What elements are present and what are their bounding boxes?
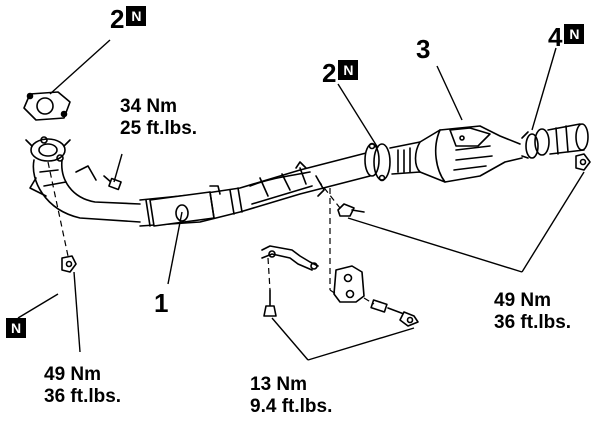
callout-4-number: 4 — [548, 22, 563, 52]
callout-2-middle-number: 2 — [322, 58, 337, 88]
torque-spec-34nm: 34 Nm 25 ft.lbs. — [120, 96, 197, 140]
callout-3-number: 3 — [416, 34, 431, 64]
n-badge-left: N — [6, 318, 26, 338]
torque-13-metric: 13 Nm — [250, 374, 308, 395]
torque-34-metric: 34 Nm — [120, 96, 178, 117]
middle-flange — [364, 142, 391, 182]
callout-1-number: 1 — [154, 288, 169, 318]
torque-spec-13nm: 13 Nm 9.4 ft.lbs. — [250, 374, 332, 418]
torque-49-right-metric: 49 Nm — [494, 290, 552, 311]
front-nut — [61, 255, 77, 273]
dashed-guides — [47, 161, 375, 305]
n-badge-right: N — [564, 24, 585, 44]
torque-spec-49nm-right: 49 Nm 36 ft.lbs. — [494, 290, 571, 334]
front-gasket — [23, 91, 71, 121]
callout-n-left: N — [6, 318, 26, 338]
bracket-bolt — [263, 289, 277, 317]
hanger-bolt — [370, 299, 419, 327]
hanger-bracket — [261, 245, 319, 271]
callout-1: 1 — [154, 290, 168, 316]
down-pipe — [29, 159, 141, 223]
torque-spec-49nm-left: 49 Nm 36 ft.lbs. — [44, 364, 121, 408]
torque-49-left-imperial: 36 ft.lbs. — [44, 386, 122, 407]
rear-flange — [521, 128, 550, 159]
front-pipe-assembly — [139, 151, 371, 227]
bolt-34nm — [103, 175, 122, 191]
front-flange — [25, 136, 71, 162]
middle-bolt — [337, 203, 365, 217]
n-badge-top: N — [126, 6, 147, 26]
outlet-pipe — [547, 123, 589, 155]
callout-2-top-number: 2 — [110, 4, 125, 34]
callout-3: 3 — [416, 36, 430, 62]
torque-13-imperial: 9.4 ft.lbs. — [250, 396, 333, 417]
torque-49-right-imperial: 36 ft.lbs. — [494, 312, 572, 333]
catalytic-converter — [389, 125, 523, 183]
n-badge-middle: N — [338, 60, 359, 80]
torque-49-left-metric: 49 Nm — [44, 364, 102, 385]
rear-nut — [575, 153, 591, 171]
rubber-hanger — [333, 265, 365, 303]
torque-34-imperial: 25 ft.lbs. — [120, 118, 198, 139]
leader-lines — [17, 39, 585, 361]
